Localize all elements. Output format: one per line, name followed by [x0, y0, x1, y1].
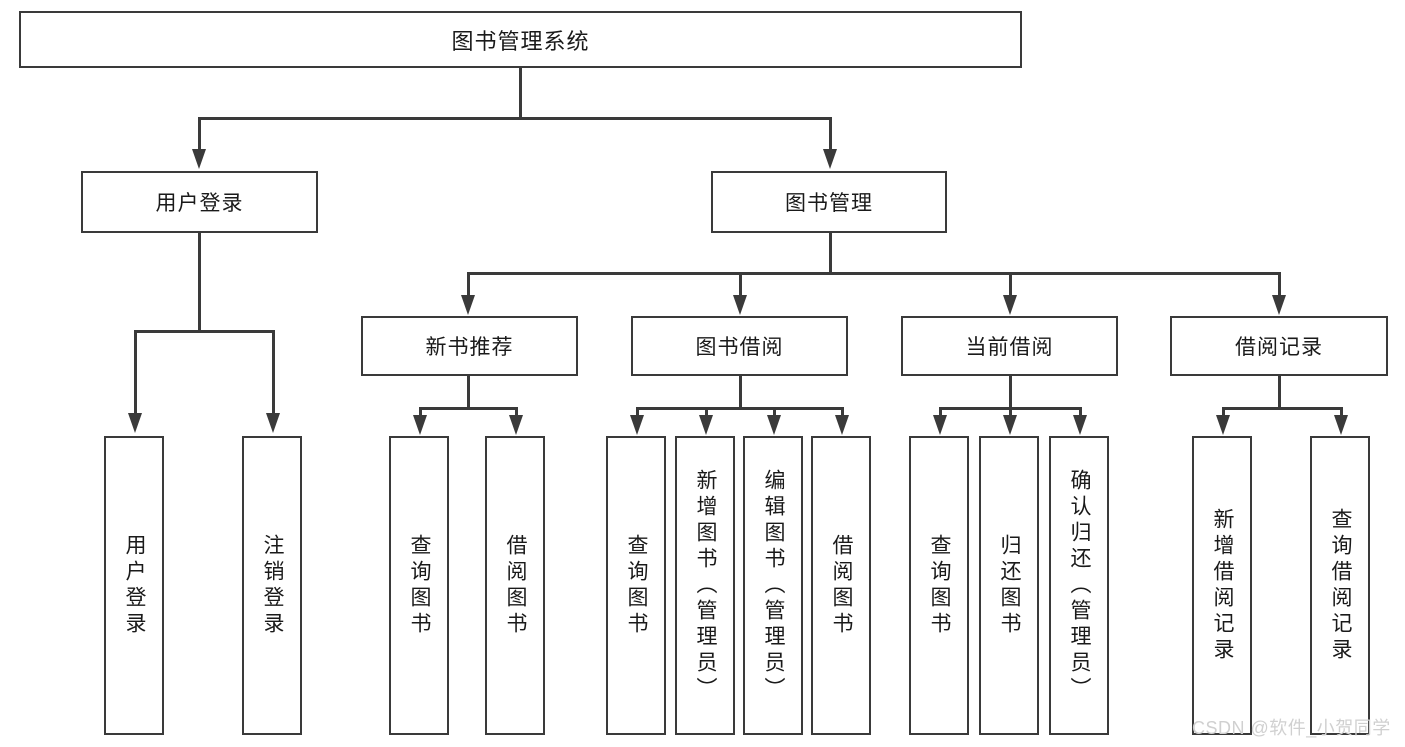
connector-user-login-bar	[134, 330, 275, 333]
leaf-query-borrow-record[interactable]: 查询借阅记录	[1310, 436, 1370, 735]
csdn-watermark: CSDN @软件_小贺同学	[1192, 714, 1391, 740]
connector-root-bar	[198, 117, 832, 120]
arrow-root-to-book-mgmt	[823, 149, 837, 169]
connector-to-book-borrow	[739, 272, 742, 297]
node-label: 新书推荐	[425, 336, 514, 359]
connector-book-mgmt-bar	[467, 272, 1280, 275]
connector-current-borrow-c3	[1079, 407, 1082, 417]
node-new-book-recommend[interactable]: 新书推荐	[361, 316, 578, 376]
node-label: 归还图书	[998, 533, 1022, 638]
arrow-borrow-record-to-query	[1334, 415, 1348, 435]
leaf-new-book-borrow[interactable]: 借阅图书	[485, 436, 545, 735]
connector-book-borrow-c3	[773, 407, 776, 417]
leaf-book-borrow-action[interactable]: 借阅图书	[811, 436, 871, 735]
connector-to-new-book	[467, 272, 470, 297]
node-label: 编辑图书（管理员）	[762, 468, 786, 703]
leaf-book-borrow-query[interactable]: 查询图书	[606, 436, 666, 735]
connector-root-to-user-login	[198, 117, 201, 151]
arrow-root-to-user-login	[192, 149, 206, 169]
connector-book-borrow-stem	[739, 376, 742, 410]
connector-borrow-record-stem	[1278, 376, 1281, 410]
arrow-new-book-to-query	[413, 415, 427, 435]
connector-current-borrow-stem	[1009, 376, 1012, 410]
connector-new-book-stem	[467, 376, 470, 410]
arrow-book-borrow-to-edit	[767, 415, 781, 435]
arrow-to-borrow-record	[1272, 295, 1286, 315]
leaf-logout[interactable]: 注销登录	[242, 436, 302, 735]
node-book-borrow[interactable]: 图书借阅	[631, 316, 848, 376]
node-label: 借阅图书	[504, 533, 528, 638]
node-label: 当前借阅	[965, 336, 1054, 359]
leaf-new-book-query[interactable]: 查询图书	[389, 436, 449, 735]
arrow-current-borrow-to-confirm	[1073, 415, 1087, 435]
connector-current-borrow-c1	[939, 407, 942, 417]
node-label: 确认归还（管理员）	[1068, 468, 1092, 703]
arrow-new-book-to-borrow	[509, 415, 523, 435]
connector-new-book-bar	[419, 407, 517, 410]
connector-new-book-c2	[515, 407, 518, 417]
node-current-borrow[interactable]: 当前借阅	[901, 316, 1118, 376]
node-label: 查询图书	[625, 533, 649, 638]
connector-user-login-stem	[198, 233, 201, 333]
leaf-current-query[interactable]: 查询图书	[909, 436, 969, 735]
node-borrow-record[interactable]: 借阅记录	[1170, 316, 1388, 376]
leaf-add-borrow-record[interactable]: 新增借阅记录	[1192, 436, 1252, 735]
leaf-return-book[interactable]: 归还图书	[979, 436, 1039, 735]
leaf-book-add-admin[interactable]: 新增图书（管理员）	[675, 436, 735, 735]
leaf-confirm-return-admin[interactable]: 确认归还（管理员）	[1049, 436, 1109, 735]
arrow-borrow-record-to-add	[1216, 415, 1230, 435]
connector-to-current-borrow	[1009, 272, 1012, 297]
node-label: 用户登录	[155, 192, 244, 215]
node-label: 借阅记录	[1235, 336, 1323, 359]
node-label: 查询图书	[928, 533, 952, 638]
connector-book-borrow-c2	[705, 407, 708, 417]
arrow-user-login-to-login	[128, 413, 142, 433]
arrow-user-login-to-logout	[266, 413, 280, 433]
connector-book-borrow-c1	[636, 407, 639, 417]
arrow-to-new-book	[461, 295, 475, 315]
node-label: 图书管理	[785, 192, 873, 215]
node-label: 用户登录	[123, 533, 147, 638]
node-user-login[interactable]: 用户登录	[81, 171, 318, 233]
node-label: 新增借阅记录	[1211, 507, 1235, 664]
node-book-management[interactable]: 图书管理	[711, 171, 947, 233]
node-label: 图书管理系统	[451, 28, 590, 54]
connector-borrow-record-c1	[1222, 407, 1225, 417]
connector-borrow-record-c2	[1340, 407, 1343, 417]
connector-new-book-c1	[419, 407, 422, 417]
node-label: 图书借阅	[695, 336, 784, 359]
connector-user-login-right	[272, 330, 275, 415]
node-label: 查询图书	[408, 533, 432, 638]
node-label: 新增图书（管理员）	[694, 468, 718, 703]
arrow-to-book-borrow	[733, 295, 747, 315]
connector-user-login-left	[134, 330, 137, 415]
leaf-user-login[interactable]: 用户登录	[104, 436, 164, 735]
arrow-current-borrow-to-return	[1003, 415, 1017, 435]
connector-borrow-record-bar	[1222, 407, 1340, 410]
arrow-book-borrow-to-add	[699, 415, 713, 435]
connector-root-stem	[519, 68, 522, 119]
arrow-to-current-borrow	[1003, 295, 1017, 315]
node-root-system[interactable]: 图书管理系统	[19, 11, 1022, 68]
node-label: 借阅图书	[830, 533, 854, 638]
connector-book-mgmt-stem	[829, 233, 832, 275]
node-label: 查询借阅记录	[1329, 507, 1353, 664]
arrow-current-borrow-to-query	[933, 415, 947, 435]
connector-to-borrow-record	[1278, 272, 1281, 297]
leaf-book-edit-admin[interactable]: 编辑图书（管理员）	[743, 436, 803, 735]
arrow-book-borrow-to-borrow	[835, 415, 849, 435]
connector-book-borrow-bar	[636, 407, 843, 410]
arrow-book-borrow-to-query	[630, 415, 644, 435]
connector-book-borrow-c4	[841, 407, 844, 417]
node-label: 注销登录	[261, 533, 285, 638]
watermark-text: CSDN @软件_小贺同学	[1192, 718, 1391, 738]
connector-current-borrow-c2	[1009, 407, 1012, 417]
connector-root-to-book-mgmt	[829, 117, 832, 151]
